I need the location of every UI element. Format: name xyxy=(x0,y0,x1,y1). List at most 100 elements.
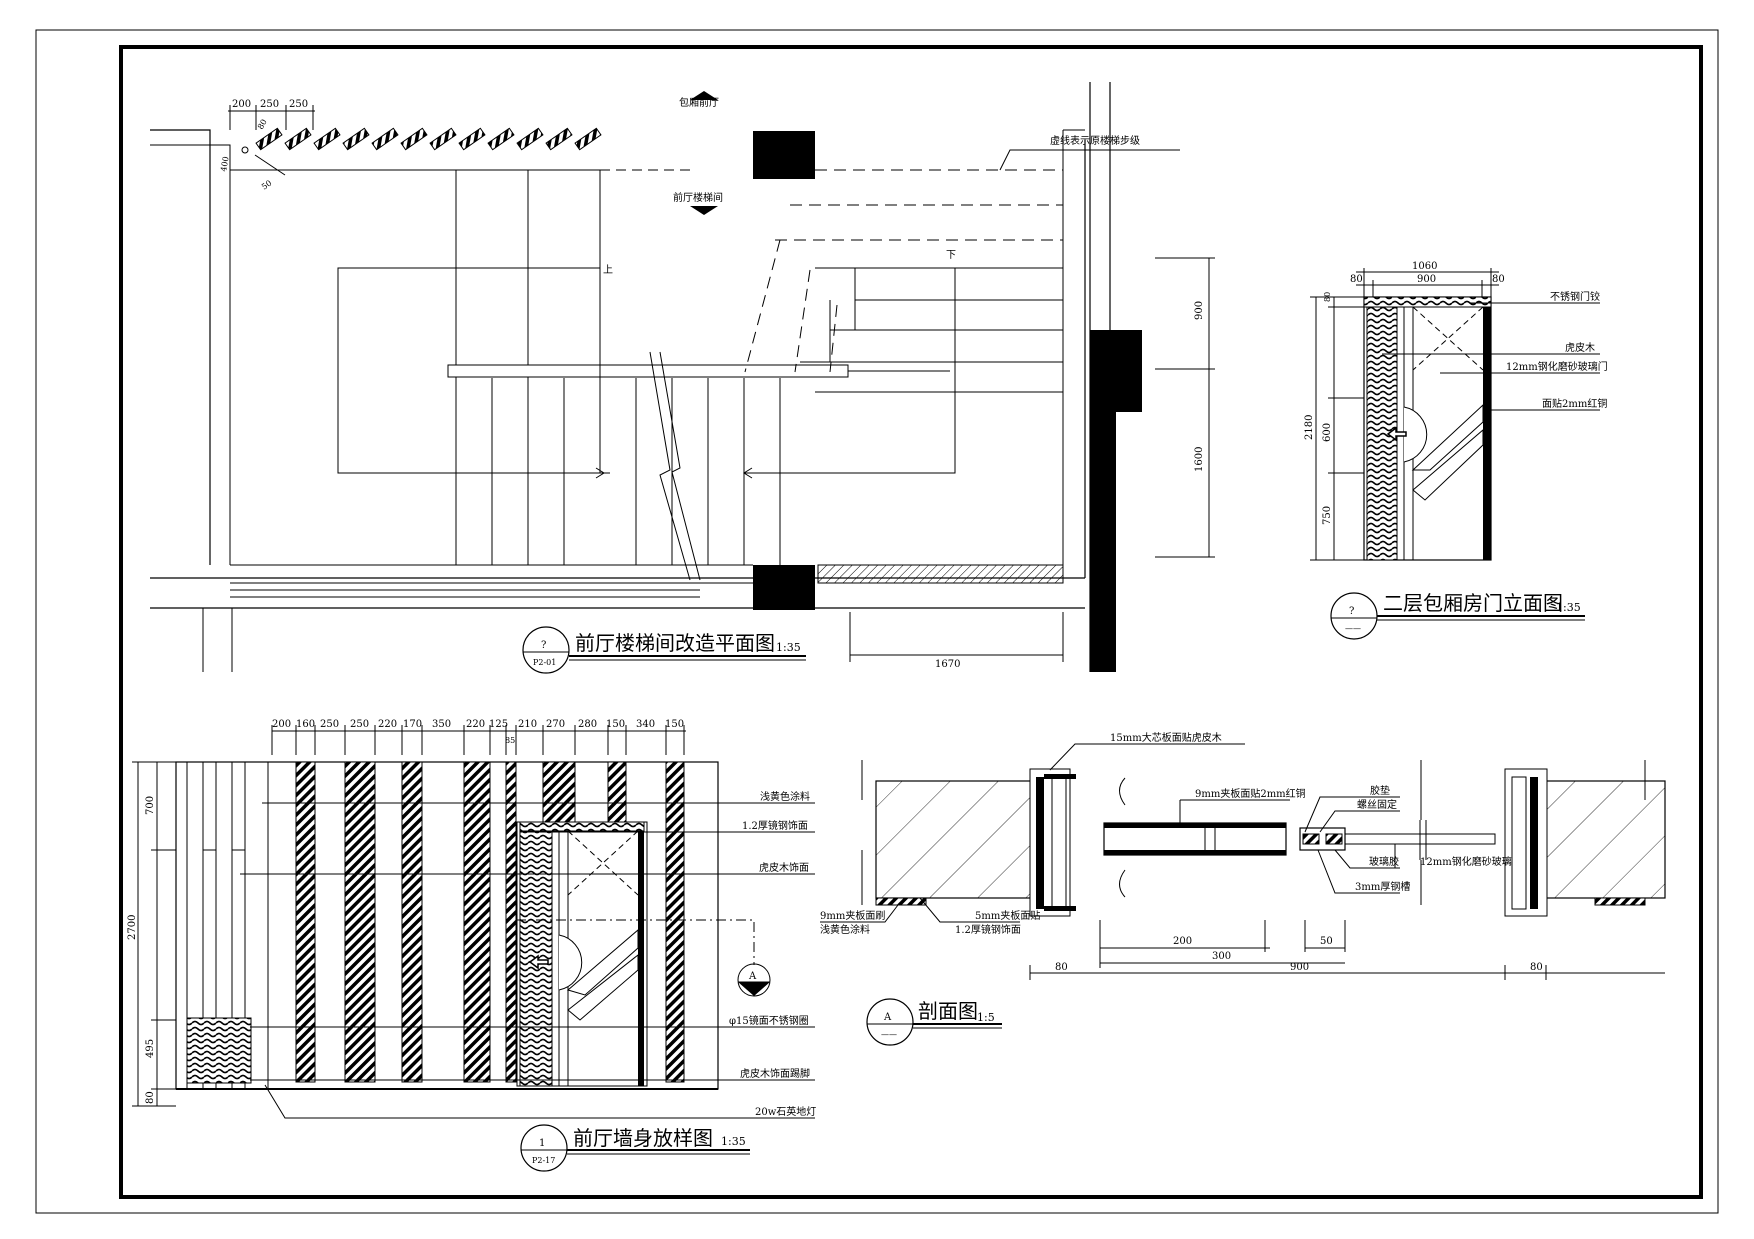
svg-text:包厢前厅: 包厢前厅 xyxy=(679,96,719,109)
svg-text:250: 250 xyxy=(320,719,339,730)
svg-text:1: 1 xyxy=(539,1138,545,1149)
svg-text:A: A xyxy=(883,1012,892,1023)
door-notes: 不锈钢门铰 虎皮木 12mm钢化磨砂玻璃门 面贴2mm红铜 xyxy=(1382,290,1608,411)
svg-text:2180: 2180 xyxy=(1304,415,1315,440)
plan-label-box-room: 包厢前厅 xyxy=(679,91,719,109)
plan-label-down: 下 xyxy=(946,250,956,261)
svg-text:80: 80 xyxy=(256,118,269,131)
plan-dim-bottom: 1670 xyxy=(849,612,1064,670)
svg-text:1600: 1600 xyxy=(1194,447,1205,472)
svg-text:1.2厚镜钢饰面: 1.2厚镜钢饰面 xyxy=(955,923,1021,936)
svg-text:1670: 1670 xyxy=(935,659,960,670)
door-handle-icon xyxy=(1386,426,1407,442)
svg-text:1:35: 1:35 xyxy=(1556,601,1581,614)
svg-text:?: ? xyxy=(1349,606,1354,617)
svg-text:80: 80 xyxy=(145,1091,156,1104)
plan-dashed-steps xyxy=(744,169,1063,373)
svg-text:20w石英地灯: 20w石英地灯 xyxy=(755,1105,816,1118)
svg-text:?: ? xyxy=(541,640,546,651)
plan-dims-top: 200 250 250 400 80 50 xyxy=(219,99,315,192)
svg-text:1.2厚镜钢饰面: 1.2厚镜钢饰面 xyxy=(742,819,808,832)
svg-text:玻璃胶: 玻璃胶 xyxy=(1369,855,1399,868)
svg-text:85: 85 xyxy=(505,736,515,745)
svg-text:220: 220 xyxy=(378,719,397,730)
section-concrete-left xyxy=(875,780,1057,899)
svg-text:340: 340 xyxy=(636,719,655,730)
wall-dims-left: 2700 700 495 80 xyxy=(127,761,176,1107)
inner-frame xyxy=(119,45,1703,1199)
svg-text:600: 600 xyxy=(1322,423,1333,442)
section-a-view: 15mm大芯板面贴虎皮木 9mm夹板面贴2mm红铜 胶垫 螺丝固定 玻璃胶 12… xyxy=(820,731,1666,1046)
svg-text:虎皮木: 虎皮木 xyxy=(1565,341,1595,354)
svg-text:350: 350 xyxy=(432,719,451,730)
plan-column-top xyxy=(753,131,815,179)
door-elevation-view: 1060 80 900 80 2180 80 600 750 不锈钢门铰 虎皮木 xyxy=(1304,261,1608,640)
svg-text:280: 280 xyxy=(578,719,597,730)
svg-text:400: 400 xyxy=(219,156,231,173)
section-title-block: A —— 剖面图 1:5 xyxy=(866,998,1002,1046)
plan-dims-right: 900 1600 xyxy=(1155,257,1215,558)
svg-text:3mm厚钢槽: 3mm厚钢槽 xyxy=(1355,880,1410,893)
svg-text:150: 150 xyxy=(665,719,684,730)
wall-notes: 浅黄色涂料 1.2厚镜钢饰面 虎皮木饰面 φ15镜面不锈钢圈 虎皮木饰面踢脚 2… xyxy=(240,790,816,1119)
svg-text:900: 900 xyxy=(1194,301,1205,320)
wall-hatched-panels xyxy=(295,761,685,1083)
svg-text:200: 200 xyxy=(232,99,251,110)
section-notes-bottom: 9mm夹板面刷 浅黄色涂料 5mm夹板面贴 1.2厚镜钢饰面 xyxy=(820,897,1040,936)
svg-text:前厅楼梯间改造平面图: 前厅楼梯间改造平面图 xyxy=(575,631,775,655)
door-dims-top: 1060 80 900 80 xyxy=(1350,261,1505,297)
svg-text:1:35: 1:35 xyxy=(776,641,801,654)
svg-text:250: 250 xyxy=(289,99,308,110)
plan-note-dashed: 虚线表示原楼梯步级 xyxy=(999,134,1180,171)
svg-text:螺丝固定: 螺丝固定 xyxy=(1357,798,1397,811)
svg-text:A: A xyxy=(748,971,757,982)
door-top-rail xyxy=(1363,296,1492,308)
svg-text:——: —— xyxy=(881,1030,897,1039)
svg-text:1060: 1060 xyxy=(1412,261,1437,272)
svg-text:125: 125 xyxy=(489,719,508,730)
svg-text:15mm大芯板面贴虎皮木: 15mm大芯板面贴虎皮木 xyxy=(1110,731,1222,744)
svg-text:虚线表示原楼梯步级: 虚线表示原楼梯步级 xyxy=(1050,134,1140,147)
svg-text:12mm钢化磨砂玻璃: 12mm钢化磨砂玻璃 xyxy=(1420,855,1512,868)
svg-text:300: 300 xyxy=(1212,951,1231,962)
svg-text:二层包厢房门立面图: 二层包厢房门立面图 xyxy=(1383,591,1563,615)
svg-text:250: 250 xyxy=(350,719,369,730)
plan-label-stair-room: 前厅楼梯间 xyxy=(673,191,723,215)
plan-label-up: 上 xyxy=(603,264,613,276)
wall-door-handle-icon xyxy=(528,954,549,970)
svg-text:80: 80 xyxy=(1055,962,1068,973)
svg-text:1:5: 1:5 xyxy=(977,1011,995,1024)
svg-text:200: 200 xyxy=(272,719,291,730)
stair-plan-view: 包厢前厅 前厅楼梯间 上 下 虚线表示原楼梯步级 200 250 250 400… xyxy=(150,82,1215,674)
svg-text:——: —— xyxy=(1345,624,1361,633)
svg-text:P2-17: P2-17 xyxy=(532,1156,555,1165)
svg-text:12mm钢化磨砂玻璃门: 12mm钢化磨砂玻璃门 xyxy=(1506,360,1608,373)
svg-text:80: 80 xyxy=(1350,274,1363,285)
door-dims-left: 2180 80 600 750 xyxy=(1304,292,1364,561)
svg-text:剖面图: 剖面图 xyxy=(918,999,978,1023)
wall-title-block: 1 P2-17 前厅墙身放样图 1:35 xyxy=(520,1124,750,1172)
svg-text:9mm夹板面刷: 9mm夹板面刷 xyxy=(820,909,885,922)
door-title-block: ? —— 二层包厢房门立面图 1:35 xyxy=(1330,591,1585,640)
section-notes-top: 15mm大芯板面贴虎皮木 9mm夹板面贴2mm红铜 胶垫 螺丝固定 xyxy=(1049,731,1400,833)
plan-column-bottom xyxy=(753,565,815,610)
svg-text:50: 50 xyxy=(1320,936,1333,947)
svg-text:浅黄色涂料: 浅黄色涂料 xyxy=(760,790,810,803)
svg-text:210: 210 xyxy=(518,719,537,730)
svg-text:750: 750 xyxy=(1322,506,1333,525)
svg-text:80: 80 xyxy=(1530,962,1543,973)
svg-text:φ15镜面不锈钢圈: φ15镜面不锈钢圈 xyxy=(729,1014,809,1027)
svg-text:P2-01: P2-01 xyxy=(533,658,556,667)
section-dims: 200 50 300 80 900 80 xyxy=(1029,920,1665,980)
svg-text:200: 200 xyxy=(1173,936,1192,947)
svg-text:前厅楼梯间: 前厅楼梯间 xyxy=(673,191,723,204)
outer-frame xyxy=(35,29,1719,1214)
plan-wall-left xyxy=(150,129,211,565)
svg-text:900: 900 xyxy=(1290,962,1309,973)
wall-section-marker: A xyxy=(737,963,771,997)
wall-elevation-view: A 200 160 250 250 220 1 xyxy=(127,719,816,1172)
svg-text:9mm夹板面贴2mm红铜: 9mm夹板面贴2mm红铜 xyxy=(1195,787,1306,800)
wall-dims-top: 200 160 250 250 220 170 350 220 125 210 … xyxy=(271,719,686,755)
svg-text:虎皮木饰面踢脚: 虎皮木饰面踢脚 xyxy=(740,1067,810,1080)
